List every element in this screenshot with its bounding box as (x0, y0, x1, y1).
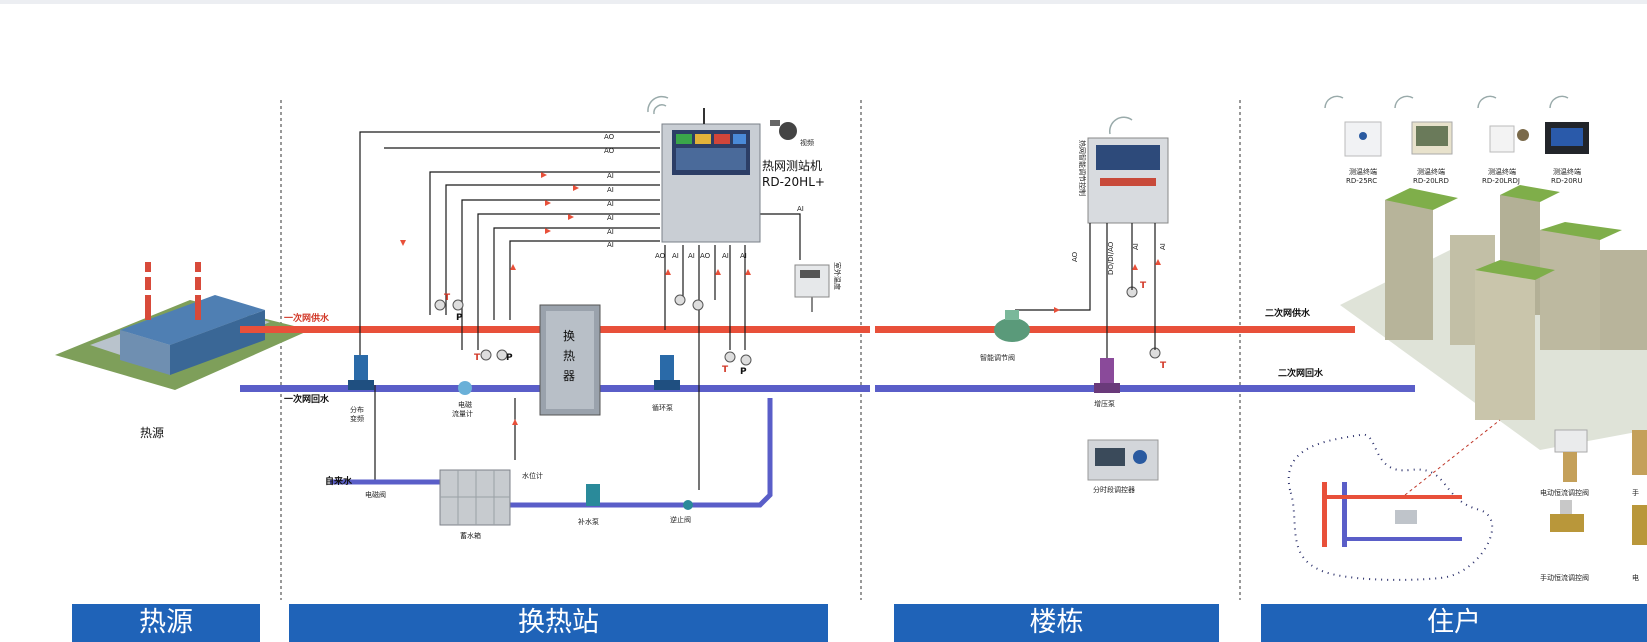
svg-text:手: 手 (1632, 488, 1639, 497)
svg-text:RD-20LRDJ: RD-20LRDJ (1482, 177, 1520, 185)
svg-text:AI: AI (688, 252, 695, 260)
svg-text:AO: AO (655, 252, 666, 260)
solenoid-valve-label: 电磁阀 (365, 490, 386, 499)
svg-text:AI: AI (607, 186, 614, 194)
svg-text:P: P (506, 353, 513, 363)
svg-text:AI: AI (797, 205, 804, 213)
svg-text:T: T (474, 353, 481, 363)
secondary-return-label: 二次网回水 (1278, 367, 1324, 379)
svg-text:AI: AI (672, 252, 679, 260)
em-flowmeter-label: 电磁 (458, 400, 472, 409)
heat-exchanger-char-1: 换 (563, 329, 575, 343)
svg-text:AI: AI (722, 252, 729, 260)
station-controller (662, 108, 760, 242)
camera-icon (770, 120, 797, 140)
check-valve-icon (683, 500, 693, 510)
makeup-pump-label: 补水泵 (578, 517, 599, 526)
wireless-icons-household (1325, 96, 1568, 108)
secondary-supply-pipe (875, 326, 1355, 333)
time-controller-label: 分时段调控器 (1093, 485, 1135, 494)
svg-text:T: T (1160, 361, 1167, 371)
svg-text:AI: AI (1132, 243, 1140, 250)
water-tank-label: 蓄水箱 (460, 531, 481, 540)
secondary-return-pipe (875, 385, 1415, 392)
time-controller-icon (1088, 440, 1158, 480)
heat-exchanger-char-2: 热 (563, 349, 575, 363)
booster-pump-icon (1094, 358, 1120, 393)
terminal-devices (1345, 122, 1589, 156)
floor-heating-loop (1289, 420, 1500, 580)
circulation-pump-icon (654, 355, 680, 390)
building-controller-label: 热网智能调节控制 (1078, 140, 1087, 196)
svg-text:AO: AO (700, 252, 711, 260)
section-heat-station: 换热站 (289, 604, 828, 642)
makeup-pump-icon (586, 484, 600, 506)
svg-text:电动恒流调控阀: 电动恒流调控阀 (1540, 488, 1589, 497)
primary-supply-label: 一次网供水 (284, 312, 330, 324)
section-household: 住户 (1261, 604, 1647, 642)
svg-text:T: T (722, 365, 729, 375)
svg-text:P: P (740, 367, 747, 377)
svg-text:AI: AI (607, 200, 614, 208)
svg-text:RD-25RC: RD-25RC (1346, 177, 1377, 185)
svg-text:AI: AI (607, 214, 614, 222)
tap-water-label: 自来水 (325, 475, 353, 487)
controller-name: 热网测站机 (762, 159, 822, 173)
smart-valve-icon (994, 310, 1030, 342)
svg-text:测温终端: 测温终端 (1349, 167, 1377, 176)
svg-text:手动恒流调控阀: 手动恒流调控阀 (1540, 573, 1589, 582)
svg-text:AO: AO (604, 133, 615, 141)
heat-exchanger-char-3: 器 (563, 369, 575, 383)
svg-text:AI: AI (607, 228, 614, 236)
svg-text:AI: AI (740, 252, 747, 260)
svg-text:AI: AI (607, 241, 614, 249)
svg-text:T: T (444, 293, 451, 303)
section-heat-source: 热源 (72, 604, 260, 642)
controller-model: RD-20HL+ (762, 175, 825, 189)
valve-icons (1550, 430, 1647, 545)
svg-text:DO/DI/AO: DO/DI/AO (1107, 241, 1115, 275)
secondary-supply-label: 二次网供水 (1265, 307, 1311, 319)
svg-text:T: T (1140, 281, 1147, 291)
heat-source-label: 热源 (140, 426, 164, 440)
valve-labels: 电动恒流调控阀 手动恒流调控阀 手 电 (1540, 488, 1639, 582)
svg-text:RD-20LRD: RD-20LRD (1413, 177, 1449, 185)
booster-pump-label: 增压泵 (1094, 399, 1115, 408)
smart-valve-label: 智能调节阀 (980, 353, 1015, 362)
svg-text:测温终端: 测温终端 (1553, 167, 1581, 176)
svg-text:AI: AI (1159, 243, 1167, 250)
svg-text:测温终端: 测温终端 (1488, 167, 1516, 176)
svg-text:测温终端: 测温终端 (1417, 167, 1445, 176)
camera-label: 视频 (800, 138, 814, 147)
wireless-icon (648, 97, 668, 114)
check-valve-label: 逆止阀 (670, 515, 691, 524)
svg-text:变频: 变频 (350, 414, 364, 423)
svg-text:P: P (456, 313, 463, 323)
svg-text:RD-20RU: RD-20RU (1551, 177, 1583, 185)
level-meter-label: 水位计 (522, 471, 543, 480)
outdoor-temp-label: 室外温度 (833, 262, 842, 290)
svg-text:AO: AO (604, 147, 615, 155)
section-building: 楼栋 (894, 604, 1219, 642)
svg-text:电: 电 (1632, 573, 1639, 582)
terminal-device-labels: 测温终端 RD-25RC 测温终端 RD-20LRD 测温终端 RD-20LRD… (1346, 167, 1583, 185)
svg-text:流量计: 流量计 (452, 409, 473, 418)
svg-text:AO: AO (1071, 251, 1079, 262)
residential-buildings-icon (1340, 185, 1647, 450)
split-pump-icon (348, 355, 374, 390)
building-controller-icon (1088, 138, 1168, 223)
svg-text:AI: AI (607, 172, 614, 180)
split-pump-label: 分布 (350, 405, 364, 414)
wireless-icon-building (1110, 117, 1132, 134)
water-tank-icon (440, 470, 510, 525)
em-flowmeter-icon (458, 381, 472, 395)
primary-return-label: 一次网回水 (284, 393, 330, 405)
outdoor-temp-sensor-icon (795, 265, 829, 312)
circulation-pump-label: 循环泵 (652, 403, 673, 412)
